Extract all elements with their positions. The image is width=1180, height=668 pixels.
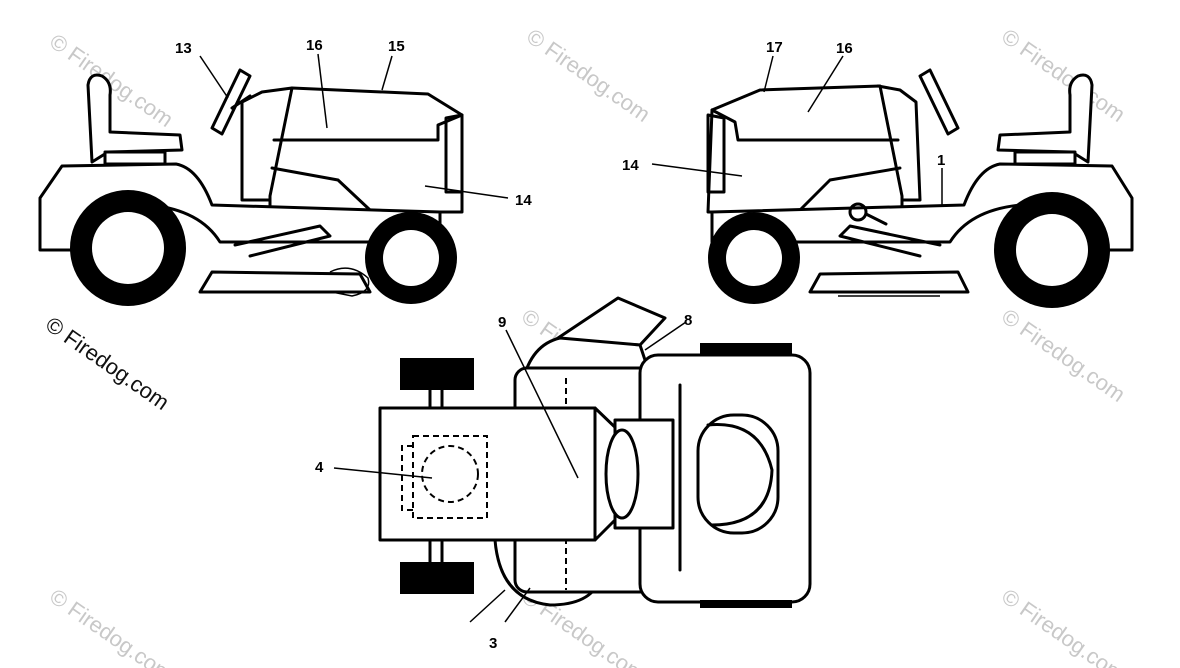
callout-15: 15 [388, 38, 405, 55]
rear-tire-left [400, 358, 474, 390]
rear-fender-top [378, 406, 622, 542]
callout-4: 4 [315, 459, 324, 476]
headlight [706, 423, 774, 527]
rear-rim [92, 212, 164, 284]
hood [268, 86, 464, 214]
headlight-frame [696, 413, 780, 535]
seat [86, 73, 184, 164]
watermark: © Firedog.com [45, 584, 178, 668]
rear-tire-right [400, 562, 474, 594]
callout-17: 17 [766, 39, 783, 56]
callout-14-right: 14 [622, 157, 639, 174]
callout-9: 9 [498, 314, 506, 331]
leader-17 [763, 55, 774, 93]
watermark: © Firedog.com [522, 24, 655, 127]
leader-lines [199, 53, 943, 623]
steering-wheel [210, 68, 252, 136]
hood-crease [798, 166, 902, 212]
callout-3: 3 [489, 635, 497, 652]
steering-wheel [918, 68, 960, 136]
watermark: © Firedog.com [45, 29, 178, 132]
front-bumper-bottom [700, 600, 792, 608]
callout-16-left: 16 [306, 37, 323, 54]
mower-deck [198, 270, 372, 294]
seat-outline [412, 435, 488, 519]
leader-16-right [807, 55, 844, 113]
steering-wheel-top [604, 428, 640, 520]
rear-rim [1016, 214, 1088, 286]
hood-crease [270, 166, 372, 212]
leader-9 [505, 329, 579, 479]
front-rim [726, 230, 782, 286]
leader-14-right [651, 163, 743, 177]
grille [706, 113, 726, 194]
axle-right [428, 538, 444, 564]
seat-base [1013, 150, 1077, 166]
leader-4 [333, 467, 433, 479]
leader-8 [644, 321, 687, 351]
watermark: © Firedog.com [997, 24, 1130, 127]
lever-knob [848, 202, 868, 222]
right-side-view-mower [706, 68, 1134, 308]
footrest [838, 224, 942, 258]
hood [706, 84, 904, 214]
hood-line [710, 108, 900, 142]
callout-16-right: 16 [836, 40, 853, 57]
seat-base [103, 150, 167, 166]
lever [864, 212, 888, 226]
leader-14-left [424, 185, 509, 199]
callout-1: 1 [937, 152, 945, 169]
mower-deck [808, 270, 970, 294]
leader-15 [381, 55, 393, 91]
callout-14-left: 14 [515, 192, 532, 209]
seat [996, 73, 1094, 164]
discharge-chute [329, 267, 370, 297]
watermark: © Firedog.com [997, 304, 1130, 407]
left-side-view-mower [38, 68, 464, 306]
seat-decal-outline [421, 445, 479, 503]
leader-16-left [317, 53, 328, 129]
front-bumper-top [700, 343, 792, 355]
watermark-prominent: © Firedog.com [41, 312, 174, 415]
watermark: © Firedog.com [997, 584, 1130, 668]
footrest [233, 224, 332, 258]
callout-8: 8 [684, 312, 692, 329]
top-view-mower [378, 296, 812, 608]
callout-13: 13 [175, 40, 192, 57]
leader-13 [199, 55, 229, 99]
hood-line [272, 113, 464, 142]
leader-lower-left [469, 589, 506, 623]
callouts: 13 16 15 14 17 16 14 1 9 8 4 3 [175, 37, 945, 652]
front-rim [383, 230, 439, 286]
seat-back-outline [401, 445, 413, 511]
leader-lower-right [504, 587, 531, 623]
